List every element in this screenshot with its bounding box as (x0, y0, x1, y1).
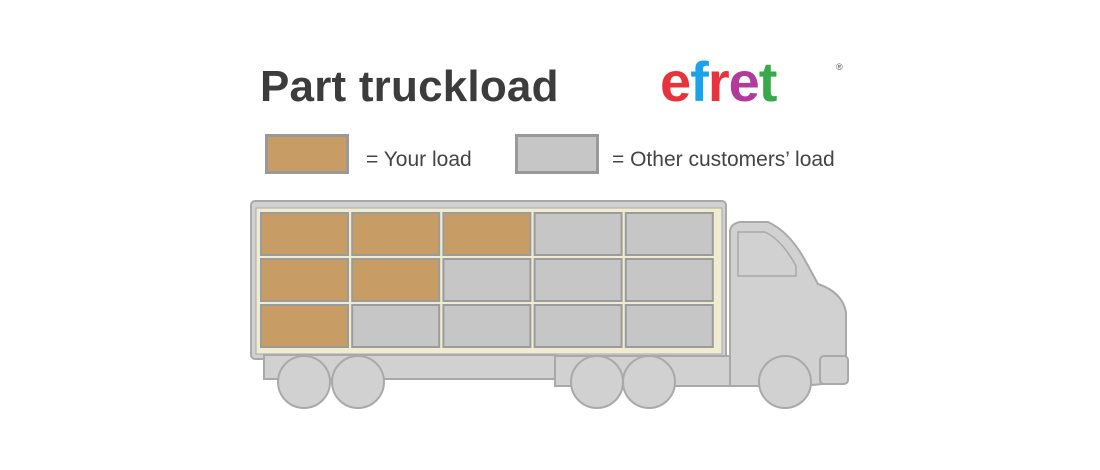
cargo-box-other-r3-c3 (442, 304, 532, 348)
cargo-box-your-r1-c3 (442, 212, 532, 256)
logo-letter-t: t (758, 50, 778, 113)
cargo-box-your-r3-c1 (260, 304, 349, 348)
cargo-box-other-r2-c4 (533, 258, 623, 302)
other-load-label: = Other customers’ load (612, 148, 835, 171)
efret-logo: efret (660, 50, 778, 113)
cargo-grid (260, 212, 714, 348)
cargo-box-other-r1-c4 (533, 212, 623, 256)
wheel-front (758, 355, 812, 409)
wheel-mid-1 (570, 355, 624, 409)
cargo-box-your-r2-c2 (351, 258, 441, 302)
your-load-swatch (265, 134, 349, 174)
logo-letter-r: r (707, 50, 730, 113)
cargo-box-other-r3-c4 (533, 304, 623, 348)
registered-mark: ® (836, 62, 843, 72)
cargo-box-other-r2-c5 (624, 258, 714, 302)
wheel-mid-2 (622, 355, 676, 409)
cab-window (737, 231, 797, 277)
page-title: Part truckload (260, 62, 559, 111)
cargo-box-other-r3-c5 (624, 304, 714, 348)
cargo-box-other-r1-c5 (624, 212, 714, 256)
cargo-box-your-r1-c2 (351, 212, 441, 256)
cargo-box-other-r2-c3 (442, 258, 532, 302)
cargo-box-other-r3-c2 (351, 304, 441, 348)
cargo-box-your-r1-c1 (260, 212, 349, 256)
wheel-rear-2 (331, 355, 385, 409)
wheel-rear-1 (277, 355, 331, 409)
your-load-label: = Your load (366, 148, 472, 171)
cargo-box-your-r2-c1 (260, 258, 349, 302)
logo-letter-e1: e (660, 50, 691, 113)
logo-letter-f: f (690, 50, 709, 113)
front-bumper (819, 355, 849, 385)
logo-letter-e2: e (728, 50, 760, 113)
other-load-swatch (515, 134, 599, 174)
